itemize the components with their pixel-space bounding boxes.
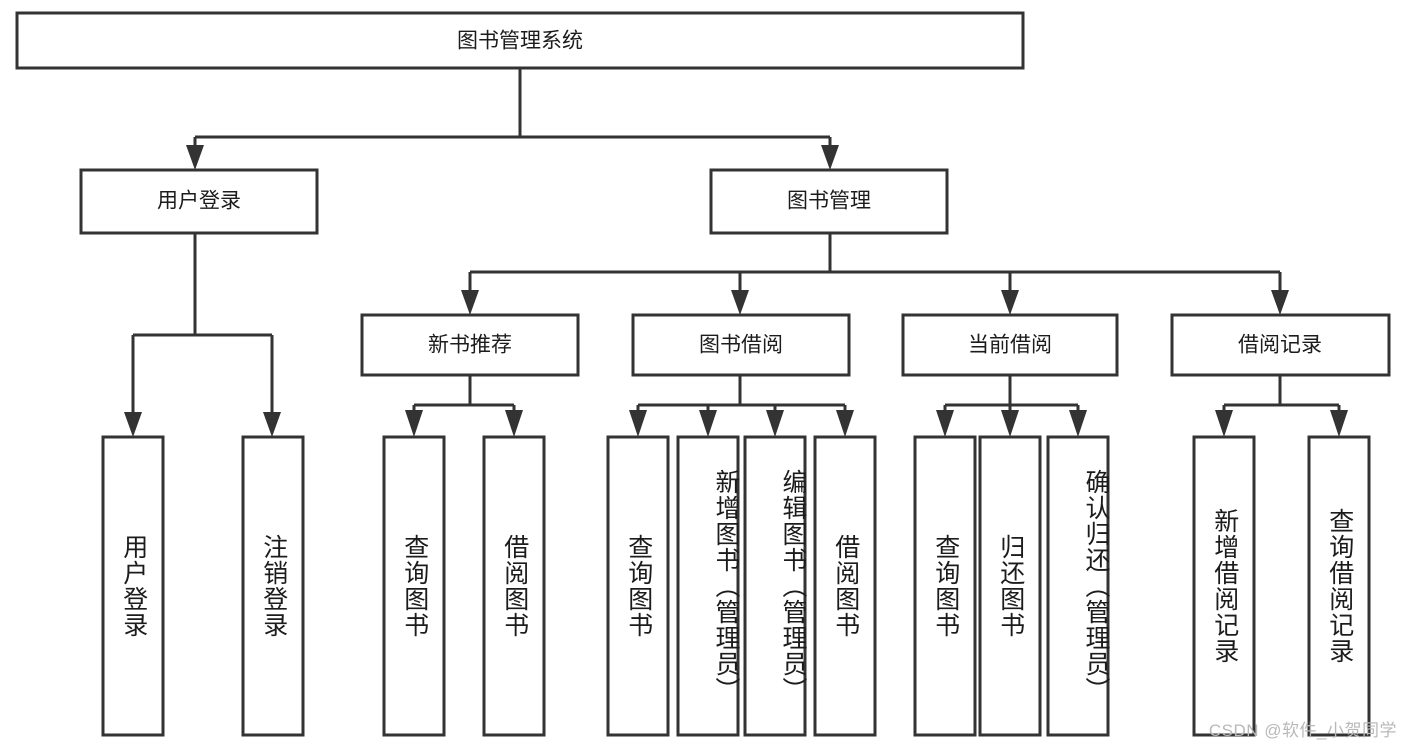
arrow-head-book-manage — [821, 145, 839, 170]
arrow-head-book-borrow — [731, 290, 749, 315]
node-root[interactable]: 图书管理系统 — [15, 11, 1025, 70]
node-user-login-label: 用户登录 — [157, 190, 241, 213]
arrow-head-leaf-edit-book — [766, 410, 784, 437]
connector-group-user-login — [124, 233, 281, 437]
node-book-borrow[interactable]: 图书借阅 — [631, 313, 851, 377]
node-leaf-borrow-book-2-box[interactable] — [813, 435, 877, 737]
connector-group-new-book-recommend — [405, 375, 523, 437]
arrow-head-leaf-borrow-book-1 — [505, 410, 523, 437]
node-user-login[interactable]: 用户登录 — [79, 168, 319, 235]
node-leaf-add-book-box[interactable] — [676, 435, 740, 737]
arrow-head-leaf-confirm-return — [1069, 410, 1087, 437]
connector-group-borrow-record — [1215, 375, 1348, 437]
node-root-label: 图书管理系统 — [457, 30, 583, 53]
node-leaf-confirm-return-box[interactable] — [1046, 435, 1110, 737]
node-leaf-user-login-box[interactable] — [101, 435, 165, 737]
arrow-head-borrow-record — [1271, 290, 1289, 315]
node-root-box[interactable] — [15, 11, 1025, 70]
node-leaf-query-book-1-box[interactable] — [382, 435, 446, 737]
arrow-head-leaf-borrow-book-2 — [836, 410, 854, 437]
arrow-head-leaf-add-record — [1215, 410, 1233, 437]
node-new-book-recommend-label: 新书推荐 — [428, 334, 512, 357]
node-user-login-box[interactable] — [79, 168, 319, 235]
arrow-head-new-book-recommend — [461, 290, 479, 315]
arrow-head-leaf-logout-login — [263, 412, 281, 437]
node-book-borrow-box[interactable] — [631, 313, 851, 377]
node-new-book-recommend-box[interactable] — [360, 313, 580, 377]
arrow-head-leaf-add-book — [699, 410, 717, 437]
connector-group-current-borrow — [936, 375, 1087, 437]
node-book-manage-label: 图书管理 — [787, 190, 871, 213]
node-current-borrow-box[interactable] — [901, 313, 1119, 377]
connector-group-book-borrow — [629, 375, 854, 437]
leaf-box-group — [101, 435, 1371, 737]
node-leaf-return-book-box[interactable] — [978, 435, 1042, 737]
node-current-borrow[interactable]: 当前借阅 — [901, 313, 1119, 377]
node-leaf-edit-book-box[interactable] — [743, 435, 807, 737]
node-leaf-query-book-2-box[interactable] — [606, 435, 670, 737]
node-book-manage[interactable]: 图书管理 — [709, 168, 949, 235]
watermark-text: CSDN @软件_小贺同学 — [1208, 721, 1397, 740]
connector-group-book-manage — [461, 233, 1289, 315]
node-borrow-record-box[interactable] — [1170, 313, 1391, 377]
node-book-borrow-label: 图书借阅 — [699, 334, 783, 357]
node-borrow-record-label: 借阅记录 — [1238, 334, 1322, 357]
node-new-book-recommend[interactable]: 新书推荐 — [360, 313, 580, 377]
node-leaf-logout-login-box[interactable] — [241, 435, 305, 737]
node-leaf-query-book-3-box[interactable] — [913, 435, 977, 737]
arrow-head-leaf-user-login — [124, 412, 142, 437]
node-book-manage-box[interactable] — [709, 168, 949, 235]
node-current-borrow-label: 当前借阅 — [968, 334, 1052, 357]
node-borrow-record[interactable]: 借阅记录 — [1170, 313, 1391, 377]
node-leaf-query-record-box[interactable] — [1307, 435, 1371, 737]
node-leaf-add-record-box[interactable] — [1192, 435, 1256, 737]
node-leaf-borrow-book-1-box[interactable] — [482, 435, 546, 737]
arrow-head-leaf-query-book-3 — [936, 410, 954, 437]
connector-group-root — [186, 68, 839, 170]
arrow-head-leaf-query-book-1 — [405, 410, 423, 437]
arrow-head-user-login — [186, 145, 204, 170]
arrow-head-current-borrow — [1001, 290, 1019, 315]
arrow-head-leaf-query-book-2 — [629, 410, 647, 437]
arrow-head-leaf-return-book — [1001, 410, 1019, 437]
arrow-head-leaf-query-record — [1330, 410, 1348, 437]
